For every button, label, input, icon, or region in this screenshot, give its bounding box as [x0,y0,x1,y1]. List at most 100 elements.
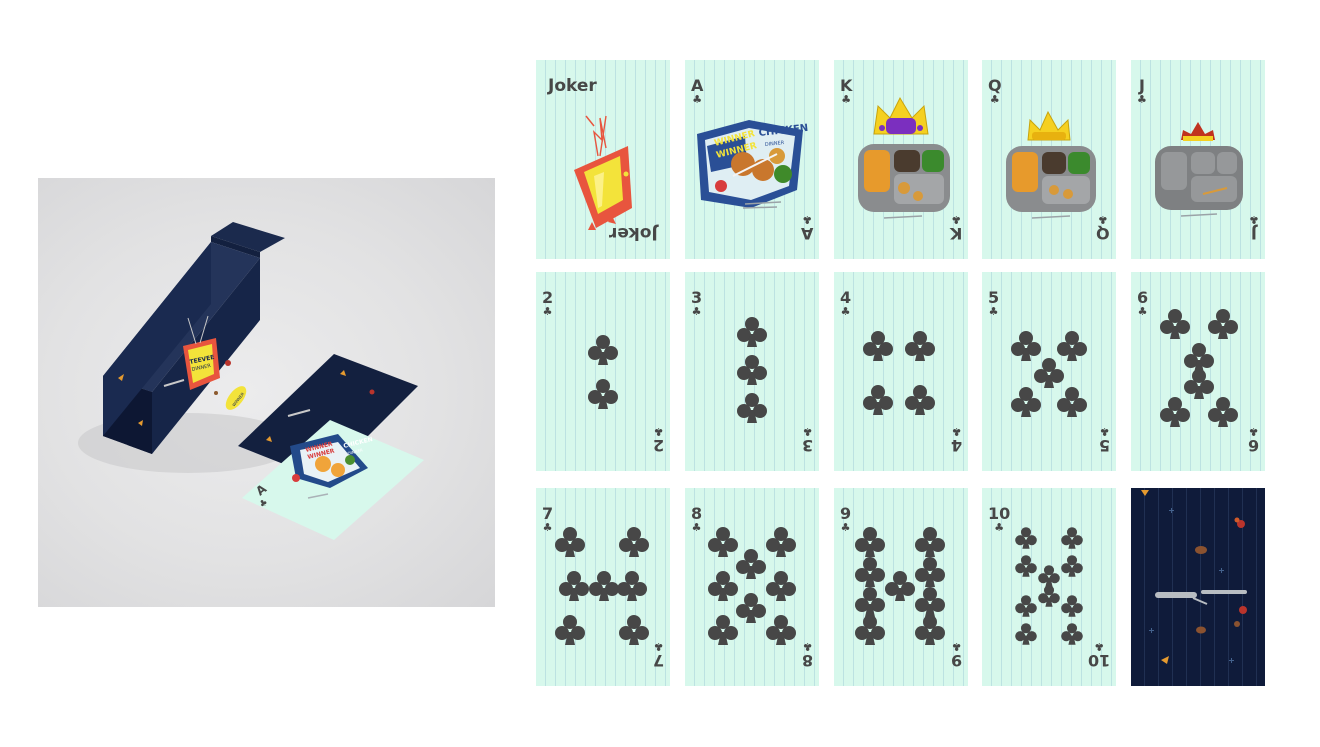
card-two-index-top: 2♣ [542,288,554,318]
club-pip [915,587,945,617]
card-king: K♣ K♣ [834,60,968,259]
card-seven-index-top: 7♣ [542,504,554,534]
club-pip [1208,309,1238,339]
card-back [1131,488,1265,686]
card-nine-index-top: 9♣ [840,504,852,534]
club-pip [1015,555,1037,577]
card-three-index-top: 3♣ [691,288,703,318]
card-joker: Joker Joker [536,60,670,259]
club-pip [559,571,589,601]
svg-text:DINNER: DINNER [765,140,785,148]
card-ace: A♣ WINNER WINNER CHICKEN DINNER A♣ [685,60,819,259]
club-pip [619,615,649,645]
card-five-pips [1011,331,1087,417]
card-six-pips [1160,309,1238,427]
joker-label-top: Joker [548,76,597,96]
club-pip [766,527,796,557]
deck-mockup-photo: TEEVEE DINNER WINNER [38,178,495,607]
box-lid [211,222,285,252]
card-jack: J♣ J♣ [1131,60,1265,259]
club-pip [863,385,893,415]
box-label-line-2: DINNER [191,363,212,373]
club-pip [1011,387,1041,417]
tv-dinner-box-art: WINNER WINNER CHICKEN DINNER [697,120,809,209]
card-four-index-top: 4♣ [840,288,852,318]
card-jack-index-top: J♣ [1137,76,1147,106]
club-pip [737,317,767,347]
card-queen-index-bottom: Q♣ [1096,213,1110,243]
card-three-index-bottom: 3♣ [801,425,813,455]
crowned-tray-king-art [858,96,950,219]
club-pip [766,571,796,601]
card-five-index-top: 5♣ [988,288,1000,318]
club-pip [1015,623,1037,645]
club-pip [885,571,915,601]
club-pip [863,331,893,361]
card-four: 4♣ 4♣ [834,272,968,471]
card-six-index-top: 6♣ [1137,288,1149,318]
crowned-tray-queen-art [1006,110,1096,219]
club-pip [1061,595,1083,617]
club-pip [1038,565,1060,587]
club-pip [737,355,767,385]
box-sticker: WINNER [225,386,247,410]
card-ten-index-top: 10♣ [988,504,1011,534]
card-four-pips [863,331,935,415]
club-pip [588,335,618,365]
card-seven: 7♣ 7♣ [536,488,670,686]
club-pip [736,593,766,623]
club-pip [1034,358,1064,388]
club-pip [1015,527,1037,549]
club-pip [855,587,885,617]
card-seven-pips [555,527,649,645]
club-pip [855,557,885,587]
club-pip [1011,331,1041,361]
box-tv-icon [183,315,220,390]
club-pip [1061,527,1083,549]
card-king-index-top: K♣ [840,76,853,106]
club-pip [1160,309,1190,339]
card-ace-index-top: A♣ [691,76,704,106]
club-pip [1015,595,1037,617]
club-pip [915,527,945,557]
card-nine-pips [855,527,945,645]
club-pip [1038,585,1060,607]
card-seven-index-bottom: 7♣ [652,640,664,670]
card-four-index-bottom: 4♣ [950,425,962,455]
club-pip [555,615,585,645]
club-pip [1061,623,1083,645]
card-queen-index-top: Q♣ [988,76,1002,106]
card-three-pips [737,317,767,423]
joker-label-bottom: Joker [609,223,658,243]
mockup-card-back [238,354,418,480]
club-pip [905,331,935,361]
club-pip [619,527,649,557]
club-pip [1160,397,1190,427]
card-ten-pips [1015,527,1083,645]
club-pip [708,615,738,645]
club-pip [736,549,766,579]
card-eight-pips [708,527,796,645]
mockup-card-ace: WINNER WINNER CHICKEN DINNER A ♣ [242,420,424,540]
club-pip [1184,369,1214,399]
card-two-pips [588,335,618,409]
club-pip [1057,387,1087,417]
mockup-illustration: TEEVEE DINNER WINNER [78,222,424,540]
club-pip [1208,397,1238,427]
card-queen: Q♣ Q♣ [982,60,1116,259]
card-eight-index-top: 8♣ [691,504,703,534]
crowned-tray-jack-art [1155,122,1243,217]
club-pip [1061,555,1083,577]
club-pip [855,615,885,645]
tv-icon [574,115,632,230]
card-nine-index-bottom: 9♣ [950,640,962,670]
card-three: 3♣ 3♣ [685,272,819,471]
club-pip [905,385,935,415]
card-six-index-bottom: 6♣ [1247,425,1259,455]
card-ten-index-bottom: 10♣ [1087,640,1110,670]
card-six: 6♣ 6♣ [1131,272,1265,471]
card-five-index-bottom: 5♣ [1098,425,1110,455]
club-pip [855,527,885,557]
club-pip [1057,331,1087,361]
club-pip [589,571,619,601]
